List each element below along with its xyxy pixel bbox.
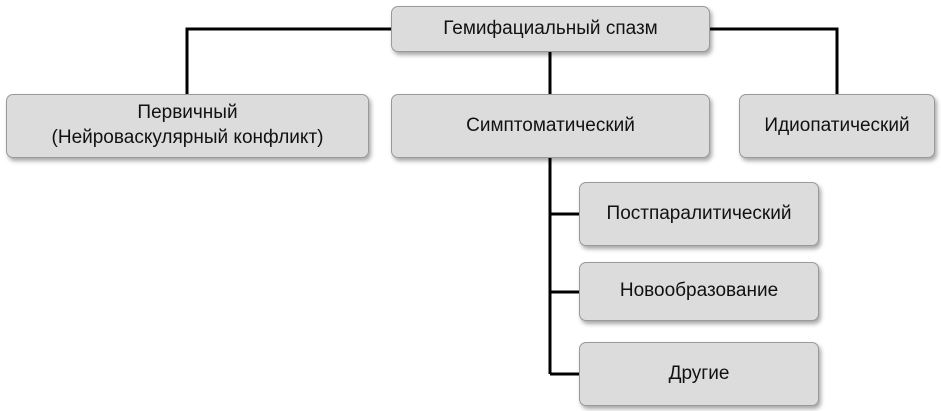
node-symptomatic: Симптоматический [391,94,710,158]
node-neoplasm: Новообразование [579,262,819,321]
node-postparalytic: Постпаралитический [579,182,819,246]
connector-root-idiopathic [710,27,839,94]
node-primary: Первичный (Нейроваскулярный конфликт) [6,94,369,158]
node-idiopathic: Идиопатический [739,94,935,158]
node-other: Другие [579,342,819,406]
node-hemifacial-spasm: Гемифациальный спазм [391,6,710,52]
connector-root-primary [185,27,391,94]
